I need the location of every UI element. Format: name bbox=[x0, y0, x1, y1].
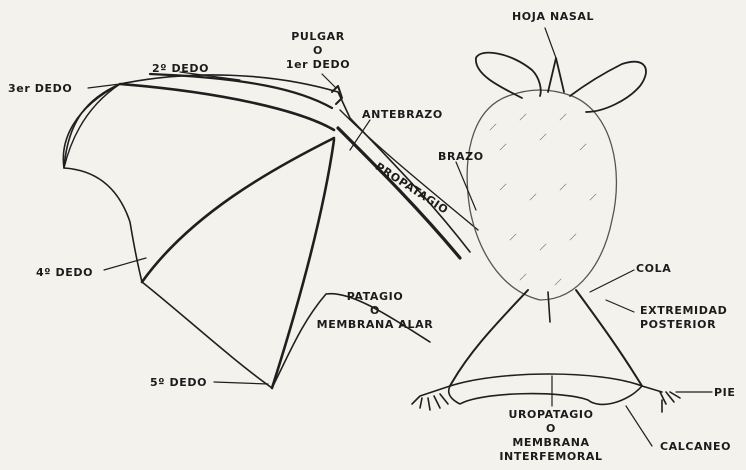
leader-cola bbox=[590, 270, 634, 292]
label-primer-dedo: 1er DEDO bbox=[282, 58, 354, 71]
label-interfemoral: INTERFEMORAL bbox=[486, 450, 616, 463]
label-posterior: POSTERIOR bbox=[640, 318, 716, 331]
label-segundo-dedo: 2º DEDO bbox=[152, 62, 209, 75]
right-ear bbox=[570, 62, 646, 112]
leader-extremidad bbox=[606, 300, 634, 312]
label-pie: PIE bbox=[714, 386, 735, 399]
left-hind-leg bbox=[450, 290, 528, 386]
third-finger bbox=[120, 84, 334, 130]
fifth-finger bbox=[272, 140, 334, 388]
label-extremidad: EXTREMIDAD bbox=[640, 304, 727, 317]
nose-leaf bbox=[548, 58, 564, 92]
leader-pulgar bbox=[322, 74, 336, 88]
bat-body bbox=[467, 90, 616, 300]
propatagium bbox=[120, 75, 470, 252]
propatagium-edge bbox=[340, 110, 478, 230]
right-foot bbox=[642, 386, 680, 412]
label-brazo: BRAZO bbox=[438, 150, 484, 163]
leader-calcaneo bbox=[626, 406, 652, 446]
label-patagio: PATAGIO bbox=[320, 290, 430, 303]
label-calcaneo: CALCANEO bbox=[660, 440, 731, 453]
fur-texture bbox=[490, 114, 596, 285]
thumb bbox=[332, 86, 342, 104]
right-hind-leg bbox=[576, 290, 642, 386]
label-cuarto-dedo: 4º DEDO bbox=[36, 266, 93, 279]
fourth-finger bbox=[142, 138, 334, 282]
wing-membrane-outline bbox=[64, 84, 430, 388]
label-antebrazo: ANTEBRAZO bbox=[362, 108, 443, 121]
uropatagium bbox=[449, 374, 642, 404]
label-pulgar-o: O bbox=[282, 44, 354, 57]
label-membrana: MEMBRANA bbox=[496, 436, 606, 449]
leader-brazo bbox=[456, 162, 476, 210]
label-cola: COLA bbox=[636, 262, 671, 275]
label-uropatagio: UROPATAGIO bbox=[496, 408, 606, 421]
label-pulgar: PULGAR bbox=[282, 30, 354, 43]
leader-hoja-nasal bbox=[545, 28, 556, 58]
label-tercer-dedo: 3er DEDO bbox=[8, 82, 72, 95]
leader-5-dedo bbox=[214, 382, 268, 384]
wing-tip-edge bbox=[63, 84, 120, 168]
label-uropatagio-o: O bbox=[496, 422, 606, 435]
label-membrana-alar: MEMBRANA ALAR bbox=[310, 318, 440, 331]
forearm-bone bbox=[338, 128, 460, 258]
tail bbox=[548, 292, 550, 322]
left-foot bbox=[412, 386, 450, 410]
leader-4-dedo bbox=[104, 258, 146, 270]
label-patagio-o: O bbox=[320, 304, 430, 317]
label-quinto-dedo: 5º DEDO bbox=[150, 376, 207, 389]
label-hoja-nasal: HOJA NASAL bbox=[512, 10, 594, 23]
